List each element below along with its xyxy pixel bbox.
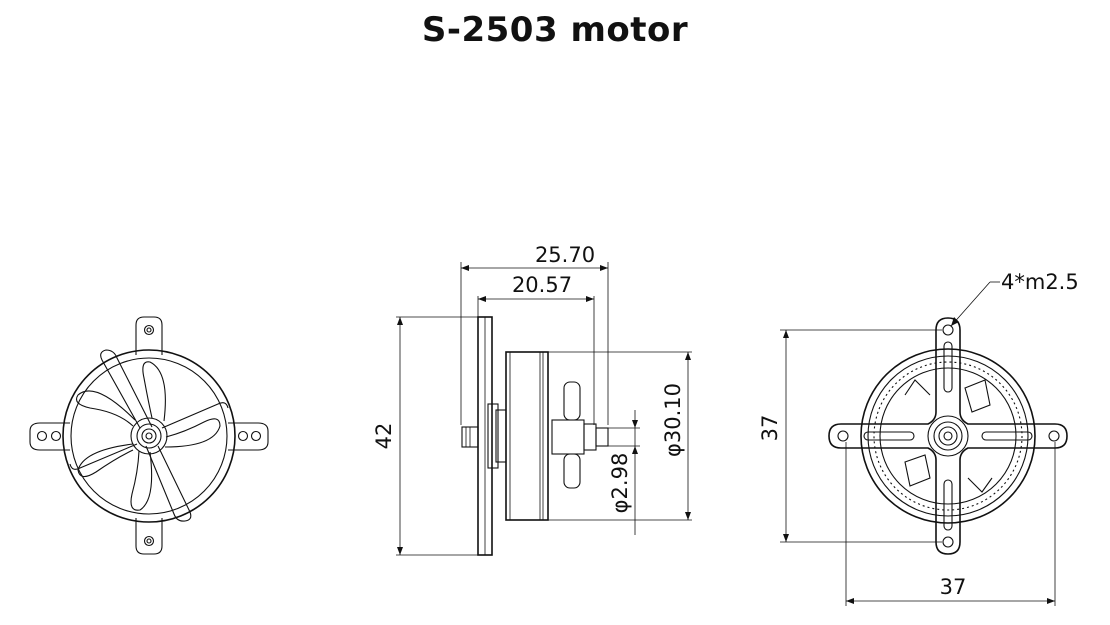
dim-diameter-shaft: φ2.98 [608, 410, 640, 535]
dim-length-body: 20.57 [477, 273, 595, 425]
mount-arm-right [228, 422, 269, 451]
dim-length-body-label: 20.57 [512, 273, 572, 297]
prop-stub-bottom [563, 453, 581, 489]
mount-hole [942, 536, 954, 548]
dim-mount-horizontal: 37 [845, 442, 1056, 606]
rear-view: 4*m2.5 37 37 [758, 270, 1079, 606]
rear-outer-ring [860, 348, 1036, 524]
dim-mount-horizontal-label: 37 [940, 575, 967, 599]
cross-mount [828, 317, 1068, 555]
mount-arm-top [135, 316, 163, 355]
dim-mount-vertical-label: 37 [758, 415, 782, 442]
hub-middle [136, 423, 162, 449]
dim-diameter-body: φ30.10 [548, 351, 692, 521]
hub-outer [130, 417, 168, 455]
dim-length-total: 25.70 [460, 243, 609, 425]
dim-mount-vertical: 37 [758, 329, 942, 543]
mount-arm-bottom [135, 518, 163, 555]
mount-hole [837, 430, 849, 442]
prop-blades [69, 349, 229, 522]
mount-hole [942, 324, 954, 336]
dim-diameter-shaft-symbol: φ [608, 499, 632, 513]
dim-height: 42 [372, 316, 478, 556]
dim-diameter-body-label: 30.10 [661, 383, 685, 443]
prop-adapter [551, 419, 585, 455]
side-view: 25.70 20.57 42 φ30.10 [372, 243, 692, 556]
svg-text:φ30.10: φ30.10 [661, 383, 685, 457]
dim-holes-label: 4*m2.5 [1001, 270, 1079, 294]
hub-inner [141, 428, 157, 444]
dim-diameter-shaft-label: 2.98 [608, 453, 632, 500]
shaft-end [145, 432, 153, 440]
bell-body [505, 351, 549, 521]
bell-inner-ring [70, 357, 228, 515]
collar [487, 403, 499, 469]
dim-height-label: 42 [372, 423, 396, 450]
dim-holes: 4*m2.5 [950, 270, 1079, 327]
drawing-title: S-2503 motor [421, 10, 689, 50]
mount-arm-left [29, 422, 70, 451]
prop-stub-top [563, 381, 581, 421]
mount-hole [1048, 430, 1060, 442]
bell-spokes [75, 361, 221, 511]
dim-diameter-body-symbol: φ [661, 443, 685, 457]
rear-hub [927, 415, 969, 457]
front-view [29, 316, 269, 555]
svg-text:φ2.98: φ2.98 [608, 453, 632, 514]
dim-length-total-label: 25.70 [535, 243, 595, 267]
bell-outer-ring [62, 349, 236, 523]
